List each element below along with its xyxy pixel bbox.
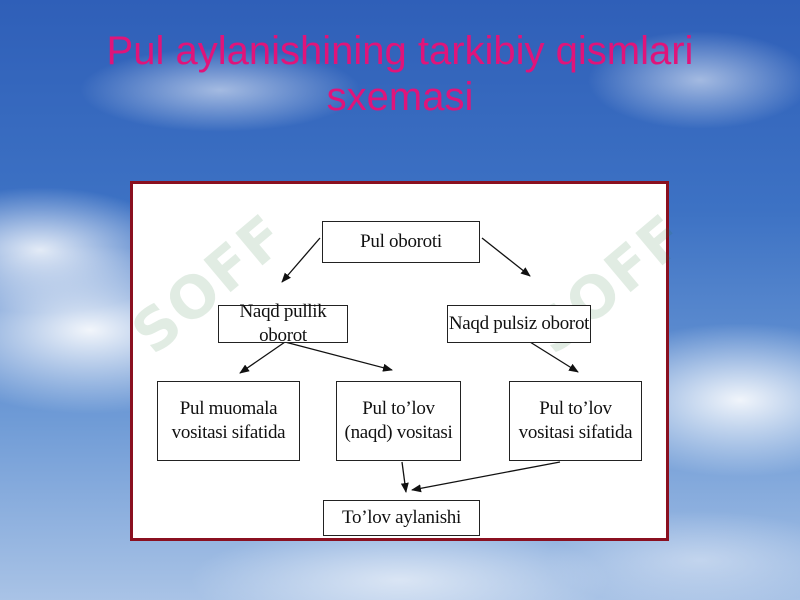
node-naqd-pulsiz-oborot: Naqd pulsiz oborot: [447, 305, 591, 343]
edge-naqd-pullik-to-tolov-naqd: [284, 341, 393, 372]
edge-pul-oboroti-to-naqd-pullik: [281, 237, 321, 283]
node-naqd-pullik-oborot: Naqd pullik oborot: [218, 301, 348, 346]
edge-tolov-naqd-to-tolov-aylanishi: [400, 461, 409, 493]
edge-naqd-pullik-to-muomala: [239, 341, 286, 374]
node-tolov-aylanishi: To’lov aylanishi: [323, 500, 480, 536]
edge-pul-oboroti-to-naqd-pulsiz: [481, 237, 531, 277]
node-pul-tolov-naqd-vositasi: Pul to’lov (naqd) vositasi: [336, 381, 461, 461]
slide-title: Pul aylanishining tarkibiy qismlari sxem…: [106, 29, 694, 119]
edge-naqd-pulsiz-to-tolov-vositasi: [529, 341, 579, 373]
node-pul-muomala-vositasi: Pul muomala vositasi sifatida: [157, 381, 300, 461]
node-pul-oboroti: Pul oboroti: [322, 221, 480, 263]
node-pul-tolov-vositasi-sifatida: Pul to’lov vositasi sifatida: [509, 381, 642, 461]
edge-tolov-vositasi-to-tolov-aylanishi: [411, 461, 561, 493]
